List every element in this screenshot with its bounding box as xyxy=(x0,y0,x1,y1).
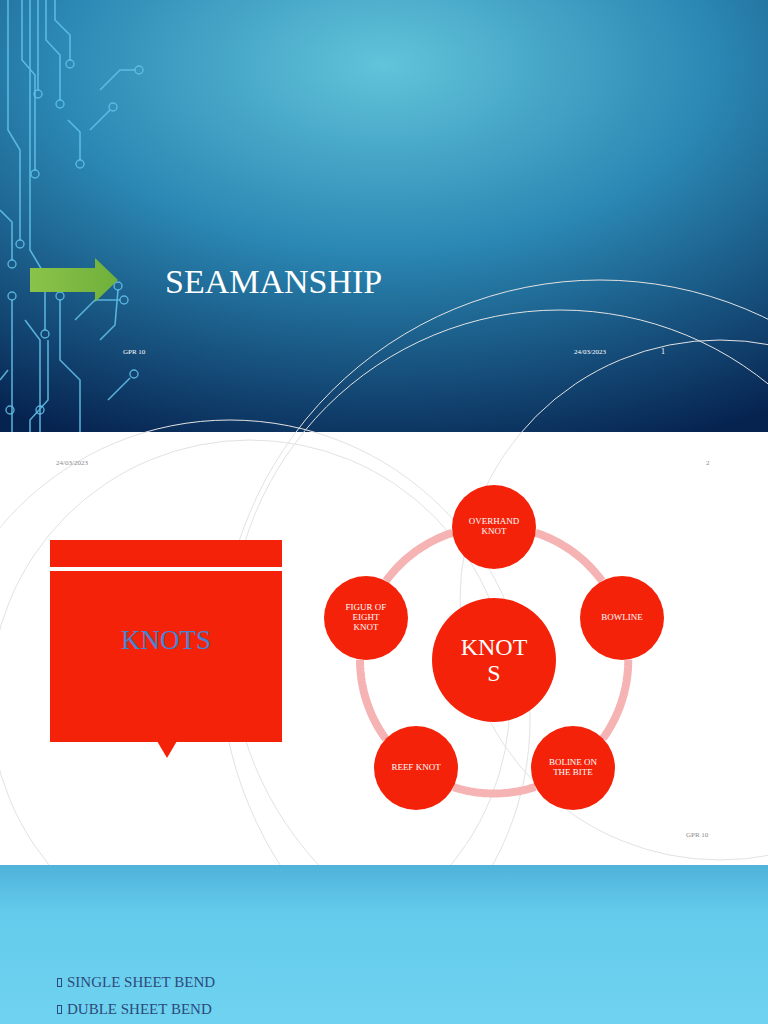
knot-circle: FIGUR OF EIGHT KNOT xyxy=(324,576,408,660)
ring-connector xyxy=(386,533,453,581)
node-label: KNOTS xyxy=(121,626,211,656)
slide-number: 2 xyxy=(706,459,710,467)
knot-circle: REEF KNOT xyxy=(374,726,458,810)
node-label: BOWLINE xyxy=(601,613,643,623)
knot-circle: BOWLINE xyxy=(580,576,664,660)
ring-connector xyxy=(360,660,386,739)
footer-text: GPR 10 xyxy=(123,348,145,356)
knot-circle: OVERHAND KNOT xyxy=(452,485,536,569)
node-label: OVERHAND KNOT xyxy=(462,517,526,537)
header-date: 24/03/2023 xyxy=(56,459,88,467)
bullet-mark xyxy=(58,979,62,987)
list-slide-ground xyxy=(0,865,768,1024)
footer-date: 24/03/2023 xyxy=(574,348,606,356)
node-label: REEF KNOT xyxy=(391,763,440,773)
node-label: BOLINE ON THE BITE xyxy=(543,758,603,778)
callout-pointer xyxy=(157,741,177,758)
title-slide-ground xyxy=(0,0,768,432)
ring-connector xyxy=(603,660,628,739)
slide-title: SEAMANSHIP xyxy=(165,262,382,301)
footer-text: GPR 10 xyxy=(686,831,708,839)
circuit-pads xyxy=(6,60,143,414)
node-label: FIGUR OF EIGHT KNOT xyxy=(340,603,392,633)
content-slide-ground xyxy=(0,432,768,865)
slide-number: 1 xyxy=(661,347,665,356)
bullet-item: DUBLE SHEET BEND xyxy=(67,1001,212,1018)
ring-connector xyxy=(453,787,535,794)
circuit-lines xyxy=(0,0,135,432)
green-arrow xyxy=(30,258,118,302)
callout-stripe xyxy=(50,567,282,571)
ring-connector xyxy=(535,533,602,581)
bullet-mark xyxy=(58,1006,62,1014)
bullet-item: SINGLE SHEET BEND xyxy=(67,974,215,991)
center-circle: KNOT S xyxy=(432,598,556,722)
node-label: KNOT S xyxy=(454,634,534,687)
faint-arcs xyxy=(0,280,768,1024)
callout-box: KNOTS xyxy=(50,540,282,742)
knot-circle: BOLINE ON THE BITE xyxy=(531,726,615,810)
